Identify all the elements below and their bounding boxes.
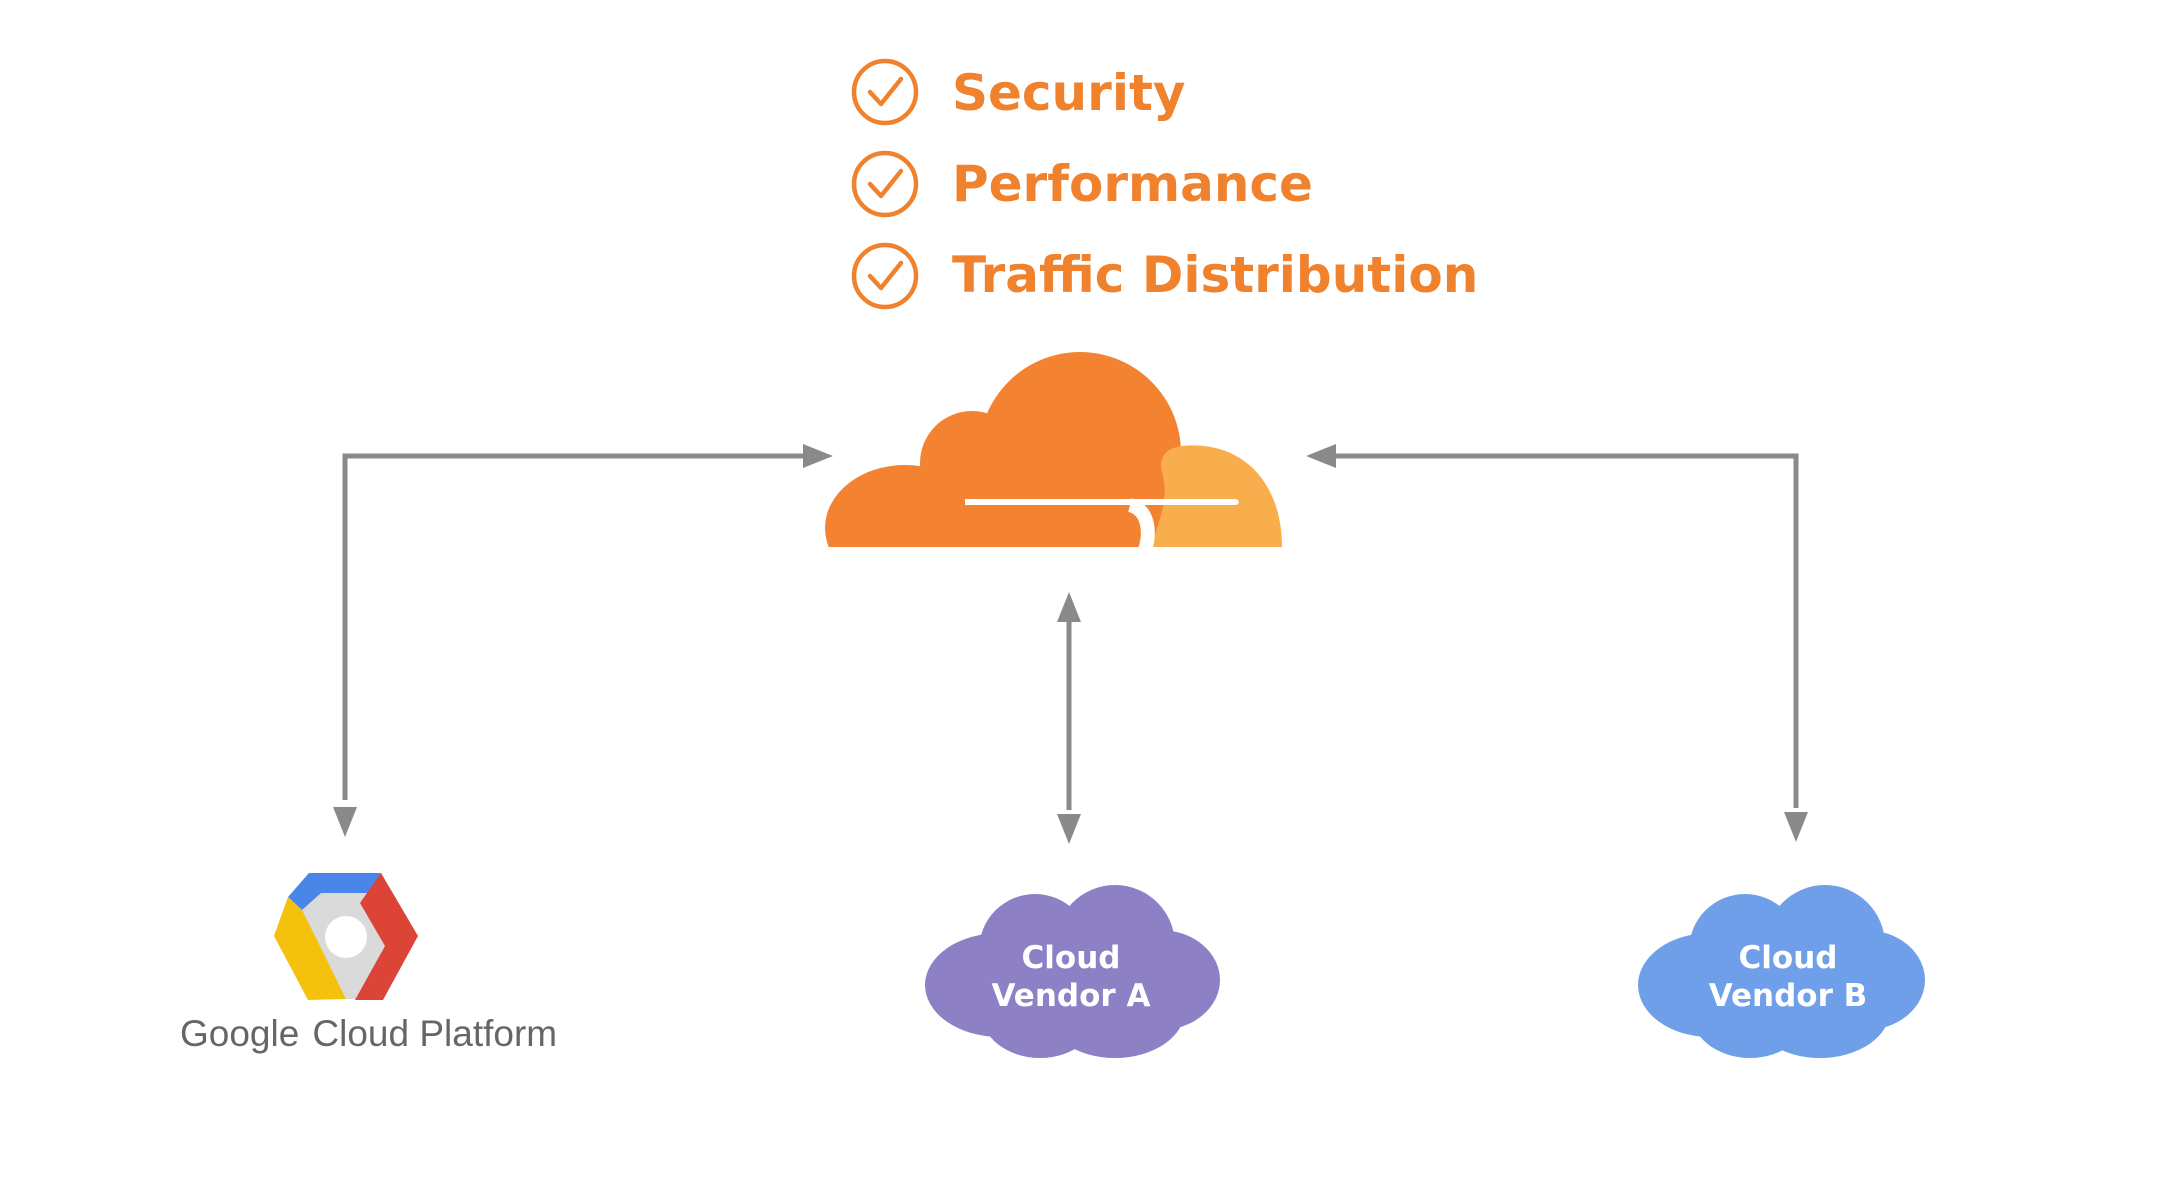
arrow-vendor-b-link xyxy=(1334,453,1799,808)
vendor-b-cloud: Cloud Vendor B xyxy=(1638,885,1925,1058)
arrowhead-left xyxy=(1306,444,1336,468)
check-circle-icon xyxy=(851,150,919,218)
benefit-label: Security xyxy=(952,64,1185,122)
check-circle-icon xyxy=(851,58,919,126)
arrowhead-right xyxy=(803,444,833,468)
benefit-list: Security Performance Traffic Distributio… xyxy=(851,58,1478,310)
cloud-shape xyxy=(925,885,1220,1058)
benefit-security: Security xyxy=(851,58,1185,126)
arrowhead-down xyxy=(333,807,357,837)
gcp-wordmark-rest: Cloud Platform xyxy=(312,1013,557,1054)
arrow-gcp-link xyxy=(342,453,808,800)
check-circle-icon xyxy=(851,242,919,310)
gcp-wordmark: Google Cloud Platform xyxy=(180,1013,557,1054)
vendor-b-line1: Cloud xyxy=(1739,940,1838,976)
arrowhead-down xyxy=(1057,814,1081,844)
connection-arrows xyxy=(333,444,1808,844)
vendor-a-line2: Vendor A xyxy=(992,978,1151,1014)
arrowhead-up xyxy=(1057,592,1081,622)
vendor-b-line2: Vendor B xyxy=(1709,978,1868,1014)
vendor-a-cloud: Cloud Vendor A xyxy=(925,885,1220,1058)
arrowhead-down xyxy=(1784,812,1808,842)
orange-cloud-logo xyxy=(825,352,1282,547)
vendor-a-line1: Cloud xyxy=(1022,940,1121,976)
benefit-performance: Performance xyxy=(851,150,1313,218)
gcp-wordmark-google: Google xyxy=(180,1013,299,1054)
gcp-hexagon-logo xyxy=(274,873,418,1000)
gcp-logo: Google Cloud Platform xyxy=(180,873,557,1054)
benefit-label: Performance xyxy=(952,155,1313,213)
benefit-traffic-distribution: Traffic Distribution xyxy=(851,242,1478,310)
cloud-shape xyxy=(1638,885,1925,1058)
benefit-label: Traffic Distribution xyxy=(952,246,1478,304)
